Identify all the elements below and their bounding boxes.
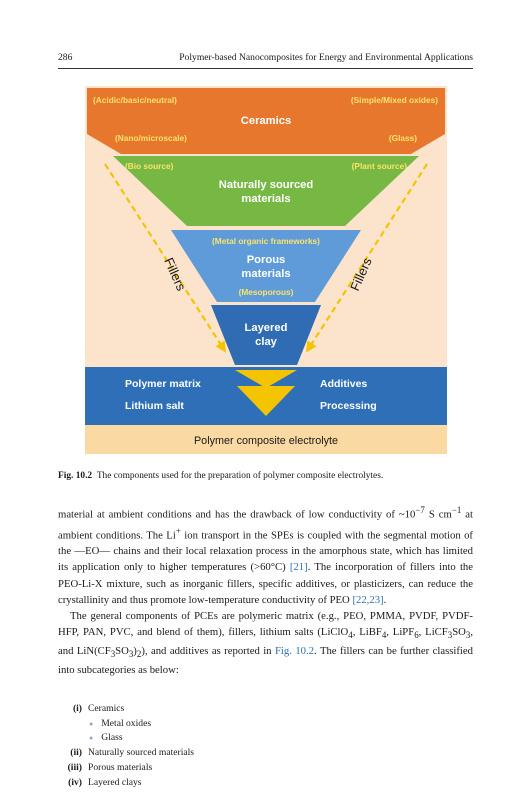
porous-top: (Metal organic frameworks) — [212, 236, 320, 246]
text-run: ), and additives as reported in — [141, 645, 275, 658]
caption-label: Fig. 10.2 — [58, 471, 93, 481]
text-run: material at ambient conditions and has t… — [58, 508, 416, 521]
natural-left: (Bio source) — [125, 161, 174, 171]
list-text: Layered clays — [88, 776, 142, 788]
filler-list: (i) Ceramics ● Metal oxides ● Glass (ii) Nat… — [58, 702, 194, 790]
porous-title-line1: Porous — [247, 254, 286, 266]
citation-link[interactable]: [21] — [289, 561, 308, 574]
processing-label: Processing — [320, 400, 377, 412]
text-run: . The incorporation of fillers into the … — [58, 561, 473, 606]
chevron-icon-upper — [235, 370, 297, 388]
list-text: Ceramics — [88, 703, 125, 714]
subscript: 2 — [136, 649, 142, 660]
list-subitem: ● Glass — [58, 731, 194, 746]
natural-materials-region — [113, 156, 419, 226]
fillers-arrow-left — [104, 163, 226, 353]
lithium-salt-label: Lithium salt — [125, 400, 184, 412]
ceramics-bottom-left: (Nano/microscale) — [115, 133, 187, 143]
bullet-icon: ● — [89, 719, 94, 728]
list-number: (i) — [72, 703, 82, 714]
text-run: . — [383, 593, 387, 606]
paragraph-1: material at ambient conditions and has t… — [58, 502, 473, 608]
porous-title-line2: materials — [241, 268, 290, 280]
layered-title-line1: Layered — [245, 322, 288, 334]
layered-clay-region — [211, 305, 321, 365]
text-run: , LiCF — [418, 625, 448, 638]
text-run: , LiPF — [386, 625, 415, 638]
fillers-arrow-right — [306, 163, 428, 353]
list-number: (ii) — [70, 747, 82, 759]
porous-bottom: (Mesoporous) — [239, 287, 294, 297]
text-run: at ambient conditions. The Li — [58, 508, 473, 542]
list-subtext: Glass — [101, 732, 123, 744]
text-run: ion transport in the SPEs is coupled wit… — [58, 529, 473, 574]
layered-title-line2: clay — [255, 336, 278, 348]
text-run: , LiBF — [352, 625, 382, 638]
list-item: (iv) Layered clays — [58, 776, 194, 791]
result-bar — [85, 425, 447, 454]
list-item: (ii) Naturally sourced materials — [58, 746, 194, 761]
list-subitem: ● Metal oxides — [58, 717, 194, 732]
list-item: (i) Ceramics — [58, 702, 194, 717]
chevron-icon-lower — [237, 386, 295, 416]
subscript: 3 — [447, 629, 453, 640]
list-number: (iv) — [68, 776, 82, 788]
subscript: 3 — [128, 649, 134, 660]
citation-link[interactable]: [22,23] — [352, 593, 384, 606]
text-run: ) — [133, 645, 137, 658]
list-item: (iii) Porous materials — [58, 761, 194, 776]
figure-caption: Fig. 10.2 The components used for the pr… — [58, 471, 473, 481]
superscript: −7 — [415, 505, 425, 515]
text-run: S cm — [424, 508, 452, 521]
subscript: 4 — [381, 629, 387, 640]
porous-materials-region — [171, 230, 361, 302]
superscript: −1 — [451, 505, 462, 515]
polymer-matrix-label: Polymer matrix — [125, 378, 201, 390]
ceramics-top-left: (Acidic/basic/neutral) — [93, 95, 177, 105]
superscript: + — [175, 525, 181, 536]
list-number: (iii) — [67, 761, 82, 773]
natural-right: (Plant source) — [352, 161, 408, 171]
page-number: 286 — [58, 52, 73, 63]
natural-title-line2: materials — [241, 193, 290, 205]
natural-title-line1: Naturally sourced — [219, 179, 314, 191]
text-run: SO — [115, 645, 129, 658]
components-diagram: (Acidic/basic/neutral) (Simple/Mixed oxi… — [85, 86, 447, 454]
caption-text: The components used for the preparation … — [96, 471, 384, 481]
figure-link[interactable]: Fig. 10.2 — [274, 645, 315, 658]
subscript: 3 — [110, 649, 116, 660]
figure-10-2: (Acidic/basic/neutral) (Simple/Mixed oxi… — [85, 86, 447, 454]
polymer-composite-electrolyte-label: Polymer composite electrolyte — [194, 435, 338, 447]
subscript: 6 — [414, 629, 419, 640]
additives-label: Additives — [320, 378, 367, 390]
text-run: , and LiN(CF — [58, 625, 473, 658]
text-run: SO — [452, 625, 466, 638]
ceramics-region — [87, 88, 445, 154]
paragraph-2: The general components of PCEs are polym… — [58, 608, 473, 679]
ceramics-title: Ceramics — [241, 115, 291, 127]
text-run: The general components of PCEs are polym… — [58, 609, 473, 638]
list-text: Porous materials — [88, 761, 153, 773]
running-title: Polymer-based Nanocomposites for Energy … — [179, 52, 473, 63]
header-rule — [58, 68, 473, 69]
running-header: 286 Polymer-based Nanocomposites for Ene… — [58, 52, 473, 66]
list-text: Naturally sourced materials — [88, 747, 195, 759]
text-run: . The fillers can be further classified … — [58, 645, 473, 677]
body-text: material at ambient conditions and has t… — [58, 502, 473, 678]
bullet-icon: ● — [89, 734, 94, 743]
subscript: 4 — [348, 629, 353, 640]
ceramics-bottom-right: (Glass) — [389, 133, 417, 143]
ceramics-top-right: (Simple/Mixed oxides) — [351, 95, 438, 105]
subscript: 3 — [465, 629, 471, 640]
list-subtext: Metal oxides — [101, 717, 152, 729]
